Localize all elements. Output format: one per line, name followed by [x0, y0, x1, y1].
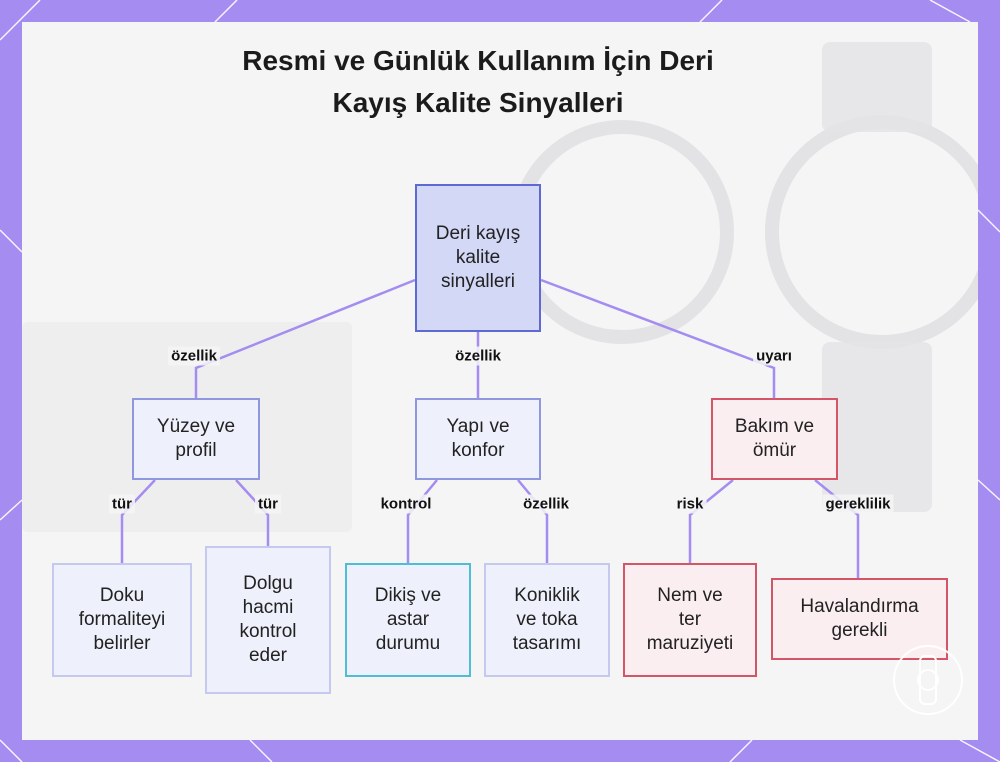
- edge-label-structure-taper: özellik: [520, 494, 572, 514]
- edge-label-root-care: uyarı: [753, 346, 795, 366]
- edge-label-root-structure: özellik: [452, 346, 504, 366]
- edge-label-care-moisture: risk: [673, 494, 707, 514]
- edge-label-surface-texture: tür: [109, 494, 135, 514]
- edge-care-moisture: [688, 479, 734, 563]
- node-care-lifetime: Bakım ve ömür: [711, 398, 838, 480]
- diagram-title: Resmi ve Günlük Kullanım İçin Deri Kayış…: [242, 45, 714, 118]
- node-texture: Doku formaliteyi belirler: [52, 563, 192, 677]
- edge-surface-texture: [120, 479, 156, 563]
- node-moisture: Nem ve ter maruziyeti: [623, 563, 757, 677]
- edge-surface-padding: [235, 479, 270, 546]
- watch-logo-icon: [893, 645, 963, 715]
- node-surface-profile: Yüzey ve profil: [132, 398, 260, 480]
- edge-label-structure-stitching: kontrol: [377, 494, 435, 514]
- edge-structure-stitching: [406, 479, 438, 563]
- edge-root-care: [540, 278, 776, 398]
- node-structure-comfort: Yapı ve konfor: [415, 398, 541, 480]
- node-taper: Koniklik ve toka tasarımı: [484, 563, 610, 677]
- edge-label-care-ventilation: gereklilik: [822, 494, 894, 514]
- edge-label-root-surface: özellik: [168, 346, 220, 366]
- edge-label-surface-padding: tür: [255, 494, 281, 514]
- edge-structure-taper: [517, 479, 549, 563]
- edge-care-ventilation: [814, 479, 860, 578]
- edge-root-surface: [194, 278, 416, 398]
- node-stitching: Dikiş ve astar durumu: [345, 563, 471, 677]
- node-padding: Dolgu hacmi kontrol eder: [205, 546, 331, 694]
- node-root: Deri kayış kalite sinyalleri: [415, 184, 541, 332]
